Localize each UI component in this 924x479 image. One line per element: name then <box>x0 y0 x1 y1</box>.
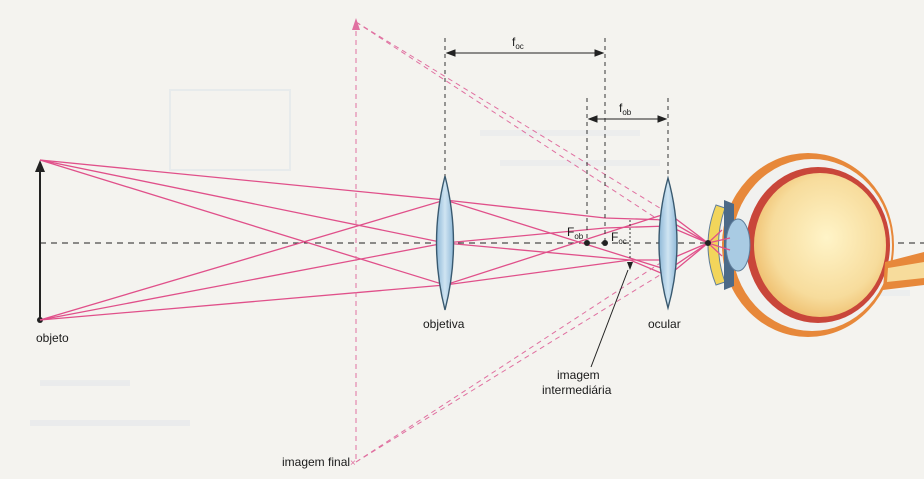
ocular-lens <box>658 175 678 311</box>
f-ob-label: fob <box>619 101 632 117</box>
objective-lens-label: objetiva <box>423 317 465 331</box>
object-arrow <box>35 160 45 323</box>
focal-guides <box>444 38 669 258</box>
intermediate-image-label-line1: imagem <box>557 368 600 382</box>
svg-text:×: × <box>350 458 356 469</box>
f-oc-label: foc <box>512 35 524 51</box>
intermediate-image-arrow <box>627 262 633 270</box>
f-oc-dimension <box>445 49 605 57</box>
focal-point-oc <box>602 240 608 246</box>
virtual-rays <box>355 21 669 463</box>
f-ob-dimension <box>587 115 668 123</box>
intermediate-pointer <box>590 269 629 368</box>
final-image-arrow: × <box>350 18 360 469</box>
F-ob-label: Fob <box>567 225 584 241</box>
F-oc-label: Foc <box>611 230 627 246</box>
final-image-label: imagem final <box>282 455 350 469</box>
intermediate-image-label-line2: intermediária <box>542 383 612 397</box>
focal-point-ob <box>584 240 590 246</box>
objective-lens <box>435 175 455 311</box>
light-rays <box>39 159 709 321</box>
ocular-lens-label: ocular <box>648 317 681 331</box>
object-label: objeto <box>36 331 69 345</box>
eye-illustration <box>705 153 924 337</box>
